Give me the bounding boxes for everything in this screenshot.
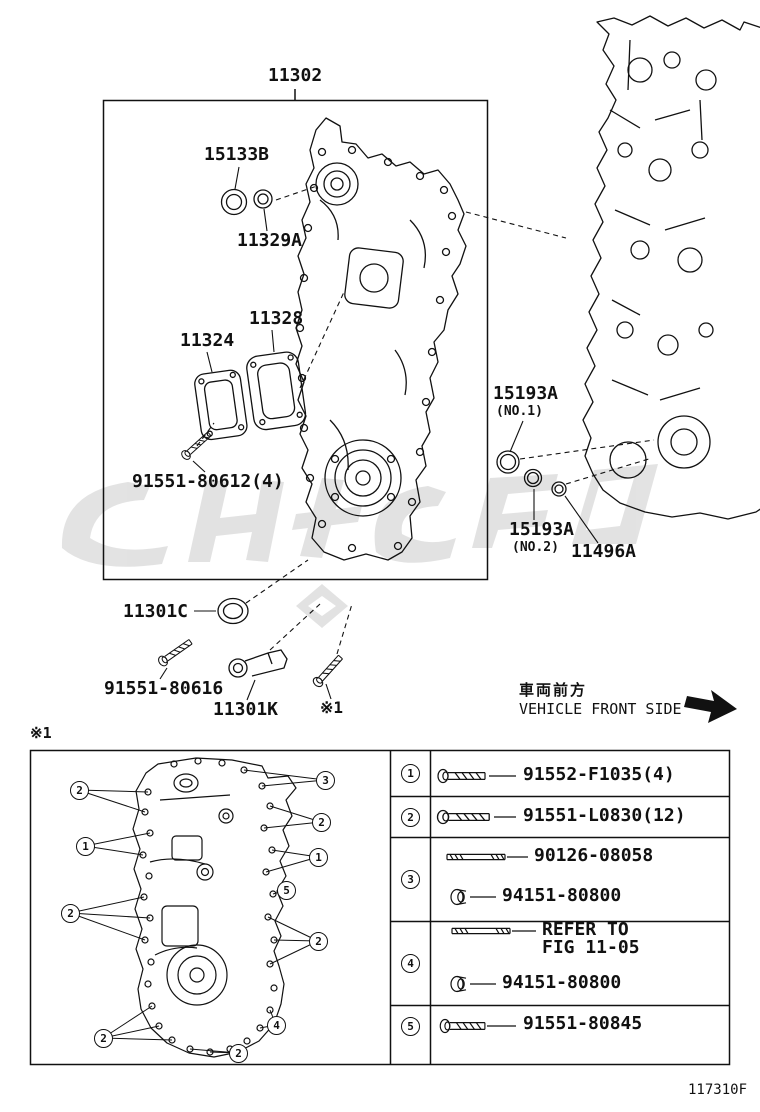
part-label-91551-80612: 91551-80612(4)	[132, 471, 284, 492]
table-callout-5: 5	[401, 1017, 420, 1036]
table-callout-1: 1	[401, 764, 420, 783]
part-sublabel-no2: (NO.2)	[512, 540, 559, 555]
inset-callout: 5	[277, 881, 296, 900]
part-label-15193A-no2: 15193A	[509, 519, 575, 540]
vehicle-front-label-jp: 車両前方	[519, 681, 588, 699]
oring-15193A-no1-drawing	[496, 450, 520, 474]
part-label-11301C: 11301C	[123, 601, 189, 622]
table-callout-4: 4	[401, 954, 420, 973]
inset-callout: 2	[229, 1044, 248, 1063]
oring-11329A-drawing	[253, 189, 273, 209]
callout-number: 2	[100, 1032, 107, 1045]
main-assembly-box	[102, 89, 489, 581]
inset-note-marker: ※1	[30, 724, 52, 742]
inset-bolt-holes	[139, 757, 278, 1056]
inset-callout: 2	[94, 1029, 113, 1048]
vehicle-front-label-en: VEHICLE FRONT SIDE	[519, 700, 682, 718]
callout-number: 1	[407, 767, 414, 780]
part-label-15193A-no1: 15193A	[493, 383, 559, 404]
gasket-11328-drawing	[246, 351, 307, 431]
stud-icon-row3	[446, 853, 506, 861]
inset-callout: 2	[61, 904, 80, 923]
inset-callout: 1	[309, 848, 328, 867]
callout-number: 5	[283, 884, 290, 897]
table-part-number: 90126-08058	[534, 845, 654, 866]
part-sublabel-no1: (NO.1)	[496, 404, 543, 419]
timing-cover-drawing	[295, 117, 467, 561]
seal-15133B-drawing	[220, 188, 248, 216]
callout-number: 2	[407, 811, 414, 824]
callout-number: 2	[315, 935, 322, 948]
table-refer-note-line2: FIG 11-05	[542, 937, 640, 958]
inset-callout: 2	[309, 932, 328, 951]
oring-11496A-drawing	[551, 481, 567, 497]
engine-block-drawing	[582, 15, 760, 520]
table-part-number: 94151-80800	[502, 885, 622, 906]
nut-icon-row4	[450, 975, 467, 993]
table-fastener-icons	[436, 768, 536, 1034]
callout-number: 4	[407, 957, 414, 970]
callout-number: 2	[67, 907, 74, 920]
nut-icon-row3	[450, 888, 467, 906]
table-part-number: 91551-L0830(12)	[523, 805, 686, 826]
bolt-icon-row5	[439, 1018, 486, 1034]
table-part-number: 91551-80845	[523, 1013, 643, 1034]
inset-callout: 2	[70, 781, 89, 800]
callout-number: 3	[322, 774, 329, 787]
bolt-91551-80616-icon	[156, 636, 195, 669]
part-label-11328: 11328	[249, 308, 304, 329]
table-part-number: 91552-F1035(4)	[523, 764, 675, 785]
inset-callout: 2	[312, 813, 331, 832]
callout-number: 2	[318, 816, 325, 829]
callout-number: 4	[273, 1019, 280, 1032]
callout-number: 3	[407, 873, 414, 886]
part-label-91551-80616: 91551-80616	[104, 678, 224, 699]
bolt-icon-row2	[436, 809, 490, 825]
table-callout-2: 2	[401, 808, 420, 827]
oring-15193A-no2-drawing	[523, 468, 543, 488]
leader-lines	[159, 166, 599, 701]
figure-code: 117310F	[688, 1082, 748, 1098]
part-label-11329A: 11329A	[237, 230, 303, 251]
gasket-11324-drawing	[194, 369, 248, 441]
table-callout-3: 3	[401, 870, 420, 889]
table-refer-note-line1: REFER TO	[542, 919, 629, 940]
inset-callout: 3	[316, 771, 335, 790]
inset-cover-drawing	[132, 757, 297, 1058]
inset-box-and-table-grid	[29, 749, 731, 1066]
part-label-11301K: 11301K	[213, 699, 279, 720]
seal-11301C-drawing	[217, 597, 249, 625]
bolt-note1-icon	[310, 653, 345, 689]
callout-number: 1	[82, 840, 89, 853]
part-label-11324: 11324	[180, 330, 235, 351]
bolt-note-marker: ※1	[320, 698, 344, 717]
stud-icon-row4	[451, 927, 511, 935]
callout-number: 2	[235, 1047, 242, 1060]
inset-callout: 1	[76, 837, 95, 856]
callout-number: 5	[407, 1020, 414, 1033]
sensor-11301K-drawing	[228, 649, 288, 678]
callout-number: 2	[76, 784, 83, 797]
assembly-part-number-11302: 11302	[268, 65, 323, 86]
table-part-number: 94151-80800	[502, 972, 622, 993]
callout-number: 1	[315, 851, 322, 864]
vehicle-front-arrow	[684, 690, 737, 723]
bolt-icon-row1	[437, 768, 486, 784]
inset-callout: 4	[267, 1016, 286, 1035]
part-label-15133B: 15133B	[204, 144, 270, 165]
part-label-11496A: 11496A	[571, 541, 637, 562]
cover-bolt-holes	[295, 145, 457, 553]
